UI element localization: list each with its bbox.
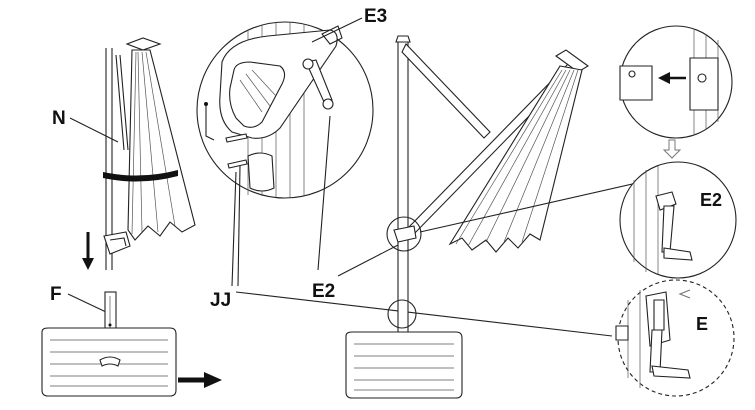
- label-e2-main: E2: [312, 281, 335, 302]
- label-e: E: [696, 314, 708, 334]
- e2-callout: E2: [312, 115, 401, 302]
- label-e3: E3: [364, 6, 387, 27]
- assembled-umbrella: [345, 35, 669, 399]
- right-arrow-icon: [178, 372, 222, 388]
- label-f: F: [50, 284, 62, 305]
- jj-callout: JJ: [210, 165, 613, 337]
- label-jj: JJ: [210, 290, 231, 311]
- label-n: N: [52, 108, 66, 129]
- folded-umbrella: N: [52, 37, 196, 270]
- down-arrow-icon: [82, 232, 94, 270]
- detail-circle-handle: E3: [196, 6, 387, 199]
- label-e2-detail: E2: [700, 190, 722, 210]
- detail-circle-insert: [619, 25, 733, 139]
- left-arrow-icon: [658, 72, 686, 84]
- detail-circle-e: E: [615, 279, 735, 397]
- down-outline-arrow-icon: [662, 139, 682, 159]
- base-left: [41, 327, 177, 397]
- detail-circle-e2: E2: [619, 161, 737, 279]
